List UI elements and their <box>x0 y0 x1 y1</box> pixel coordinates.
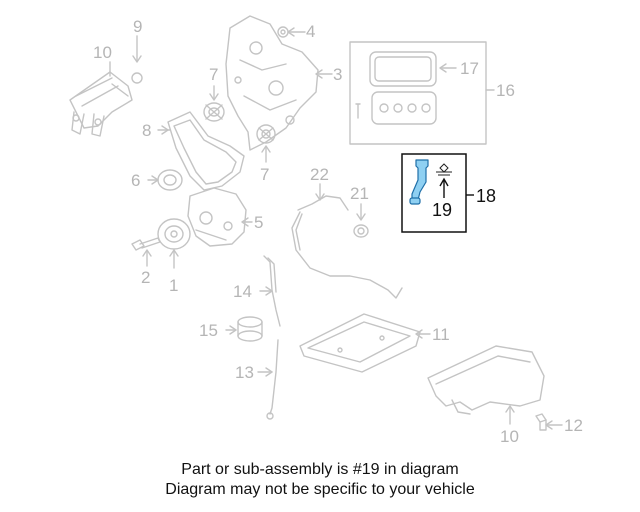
callout-2: 2 <box>141 268 151 287</box>
oil-pan-gasket <box>299 313 421 373</box>
group-19-box <box>401 153 467 233</box>
callout-4: 4 <box>306 22 316 41</box>
callout-7-lower: 7 <box>260 165 270 184</box>
drain-plug <box>535 413 547 431</box>
idler-pulley-lower <box>256 124 276 144</box>
callout-22: 22 <box>310 165 329 184</box>
oil-filler-tube <box>409 159 429 205</box>
timing-belt <box>167 111 245 191</box>
callout-1: 1 <box>169 276 179 295</box>
idler-pulley-upper <box>203 102 225 122</box>
dipstick <box>263 255 281 327</box>
oil-filter <box>237 316 263 342</box>
tensioner-pulley <box>157 169 183 191</box>
lower-timing-cover <box>187 187 247 247</box>
callout-19: 18 <box>476 186 497 206</box>
callout-16: 15 <box>199 321 218 340</box>
banner-line-part: Part or sub-assembly is #19 in diagram <box>181 461 459 478</box>
info-banner: Part or sub-assembly is #19 in diagram D… <box>16 457 624 503</box>
callout-15: 14 <box>233 282 252 301</box>
spark-plug-gasket <box>371 91 437 125</box>
valve-cover-gasket <box>369 51 437 87</box>
callout-20: 19 <box>432 200 453 220</box>
timing-cover <box>225 15 319 151</box>
callout-18: 17 <box>460 59 479 78</box>
oil-fill-cap <box>436 163 452 176</box>
dipstick-tube <box>291 195 403 299</box>
callout-14: 13 <box>235 363 254 382</box>
bolt <box>131 237 161 251</box>
callout-12: 11 <box>432 325 450 344</box>
callout-9: 9 <box>133 17 143 36</box>
fuel-injector-assembly <box>69 71 133 137</box>
callout-8: 8 <box>142 121 152 140</box>
callout-21: 21 <box>350 184 369 203</box>
banner-line-disclaimer: Diagram may not be specific to your vehi… <box>165 481 475 498</box>
highlight-group-19 <box>401 153 474 233</box>
oil-pan <box>427 345 545 415</box>
dipstick-rod <box>269 339 279 415</box>
gasket-group-box <box>349 41 487 145</box>
callout-10: 10 <box>93 43 112 62</box>
callout-3: 3 <box>333 65 343 84</box>
parts-diagram <box>69 15 563 431</box>
callout-11: 10 <box>500 427 519 446</box>
cap-part <box>131 72 143 84</box>
callout-5: 5 <box>254 213 264 232</box>
crankshaft-pulley <box>157 218 191 250</box>
seal <box>353 224 369 238</box>
callout-17: 16 <box>496 81 515 100</box>
callout-7-upper: 7 <box>209 65 219 84</box>
callout-6: 6 <box>131 171 141 190</box>
callout-13: 12 <box>564 416 583 435</box>
